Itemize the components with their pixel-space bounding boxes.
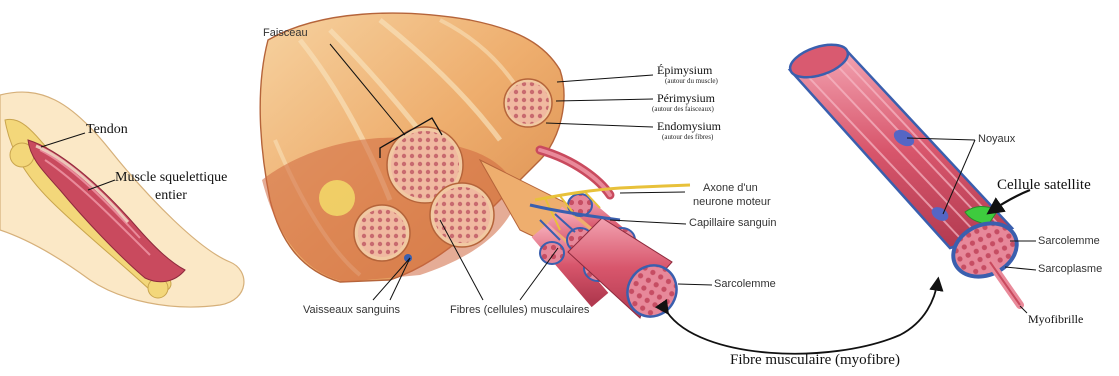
label-axone-line2: neurone moteur [693,197,771,208]
label-cellule-satellite: Cellule satellite [997,178,1091,193]
label-sarcolemme-right: Sarcolemme [1038,236,1100,247]
label-endomysium: Endomysium [657,120,721,132]
label-capillaire: Capillaire sanguin [689,218,776,229]
label-muscle-line1: Muscle squelettique [115,171,227,185]
label-epimysium: Épimysium [657,64,712,76]
label-fibres: Fibres (cellules) musculaires [450,305,589,316]
label-fibre-musculaire: Fibre musculaire (myofibre) [730,353,900,368]
label-myofibrille: Myofibrille [1028,313,1083,325]
label-noyaux: Noyaux [978,134,1015,145]
label-tendon: Tendon [86,123,128,137]
label-muscle-line2: entier [155,189,187,203]
label-sarcoplasme: Sarcoplasme [1038,264,1102,275]
label-epimysium-sub: (autour du muscle) [665,78,718,85]
label-sarcolemme-left: Sarcolemme [714,279,776,290]
label-faisceau: Faisceau [263,28,308,39]
label-vaisseaux: Vaisseaux sanguins [303,305,400,316]
label-perimysium: Périmysium [657,92,715,104]
muscle-cross-section [260,13,690,325]
label-endomysium-sub: (autour des fibres) [662,134,713,141]
myofiber-illustration [786,38,1028,305]
label-perimysium-sub: (autour des faisceaux) [652,106,714,113]
label-axone-line1: Axone d'un [703,183,758,194]
double-arrow [667,280,938,354]
